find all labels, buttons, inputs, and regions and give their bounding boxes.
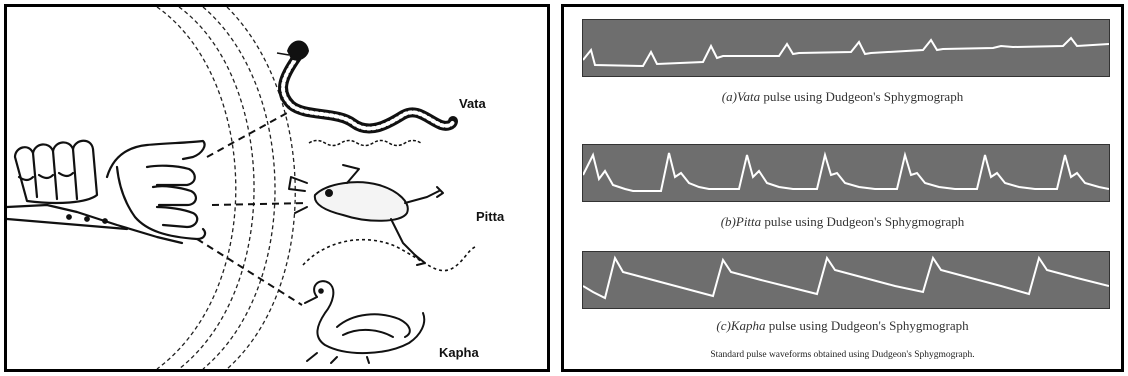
kapha-caption: (c)Kapha pulse using Dudgeon's Sphygmogr… (564, 318, 1121, 334)
kapha-waveform (583, 252, 1109, 308)
pitta-label: Pitta (476, 209, 505, 224)
kapha-label: Kapha (439, 345, 480, 360)
swan-icon (305, 281, 424, 363)
vata-wave-line (309, 141, 421, 146)
vata-waveform-strip (582, 19, 1110, 77)
kapha-waveform-strip (582, 251, 1110, 309)
pitta-waveform-strip (582, 144, 1110, 202)
snake-icon (277, 41, 453, 129)
pitta-caption: (b)Pitta pulse using Dudgeon's Sphygmogr… (564, 214, 1121, 230)
vata-waveform (583, 20, 1109, 76)
pitta-wave-line (303, 240, 475, 271)
frog-icon (289, 165, 443, 265)
vata-caption: (a)Vata pulse using Dudgeon's Sphygmogra… (564, 89, 1121, 105)
footnote-caption: Standard pulse waveforms obtained using … (564, 350, 1121, 360)
pitta-waveform (583, 145, 1109, 201)
connector-lines (197, 113, 307, 305)
illustration-panel: Vata Pitta Kapha (4, 4, 550, 372)
pulse-diagnosis-illustration: Vata Pitta Kapha (7, 7, 547, 369)
waveform-panel: (a)Vata pulse using Dudgeon's Sphygmogra… (561, 4, 1124, 372)
hand-icon (7, 141, 205, 243)
vata-label: Vata (459, 96, 487, 111)
